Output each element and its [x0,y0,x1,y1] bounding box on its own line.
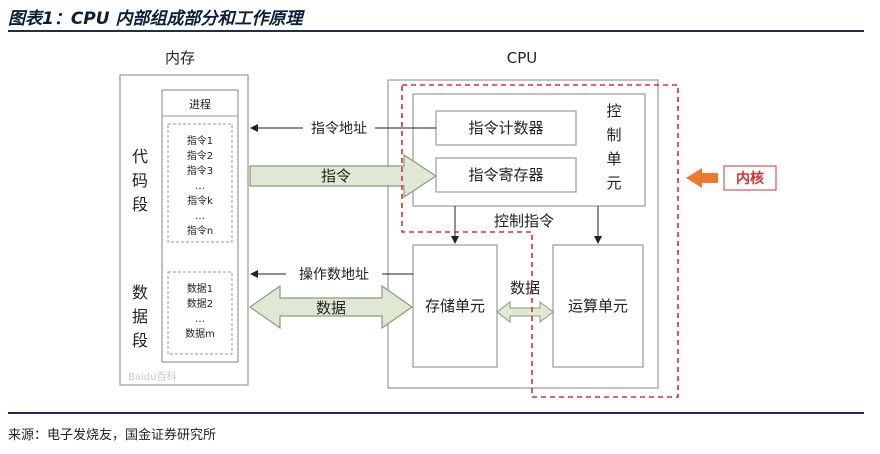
svg-text:据: 据 [132,307,148,326]
cpu-title: CPU [507,49,538,67]
storage-unit-box [412,244,498,368]
alu-box [552,244,644,368]
core-label-box [723,165,777,191]
process-label: 进程 [189,98,211,111]
data-item: 数据2 [187,297,213,310]
core-dashed-region [401,84,679,398]
data-segment-label: 数 据 段 [132,283,148,350]
instruction-item: 指令2 [187,149,213,162]
data-list-box [167,271,233,355]
svg-text:数: 数 [132,283,148,302]
instruction-item: … [195,211,205,222]
svg-text:段: 段 [132,331,148,350]
operand-address-label: 操作数地址 [299,267,369,283]
instruction-item: 指令1 [187,134,213,147]
storage-alu-data-label: 数据 [510,279,540,297]
instruction-address-label: 指令地址 [311,121,367,137]
figure-title: 图表1：CPU 内部组成部分和工作原理 [8,9,303,29]
data-item: 数据1 [187,282,213,295]
storage-alu-arrow [496,300,554,324]
data-arrow-label: 数据 [316,299,346,317]
code-segment-label: 代 码 段 [132,147,148,214]
source-note: 来源：电子发烧友，国金证券研究所 [8,428,217,443]
alu-label: 运算单元 [568,297,628,315]
data-item: … [195,314,205,325]
instruction-register-label: 指令寄存器 [468,166,543,184]
svg-text:单: 单 [606,150,621,168]
data-item: 数据m [185,327,215,340]
memory-title: 内存 [165,49,195,67]
instruction-item: 指令k [187,194,213,207]
instruction-item: 指令3 [187,164,213,177]
watermark: Baidu百科 [128,370,176,383]
bottom-rule [8,412,864,414]
instruction-register-box [435,157,577,193]
core-pointer-arrow [686,168,718,188]
svg-text:段: 段 [132,195,148,214]
instruction-item: 指令n [187,224,213,237]
svg-text:控: 控 [606,102,621,120]
process-box [161,89,239,363]
top-rule [8,30,864,32]
instruction-fat-arrow [249,153,438,199]
data-fat-arrow [248,284,414,330]
svg-text:制: 制 [606,126,621,144]
svg-text:码: 码 [132,171,148,190]
instruction-list: 指令1 指令2 指令3 … 指令k … 指令n [187,134,213,237]
instruction-item: … [195,181,205,192]
storage-unit-label: 存储单元 [425,297,485,315]
program-counter-label: 指令计数器 [468,119,543,137]
instruction-list-box [167,123,233,243]
control-unit-label: 控 制 单 元 [606,102,621,192]
svg-text:代: 代 [132,147,148,166]
svg-text:元: 元 [606,174,621,192]
core-label: 内核 [736,170,764,187]
instruction-arrow-label: 指令 [321,167,351,185]
control-instruction-label: 控制指令 [494,212,554,230]
data-list: 数据1 数据2 … 数据m [185,282,215,340]
